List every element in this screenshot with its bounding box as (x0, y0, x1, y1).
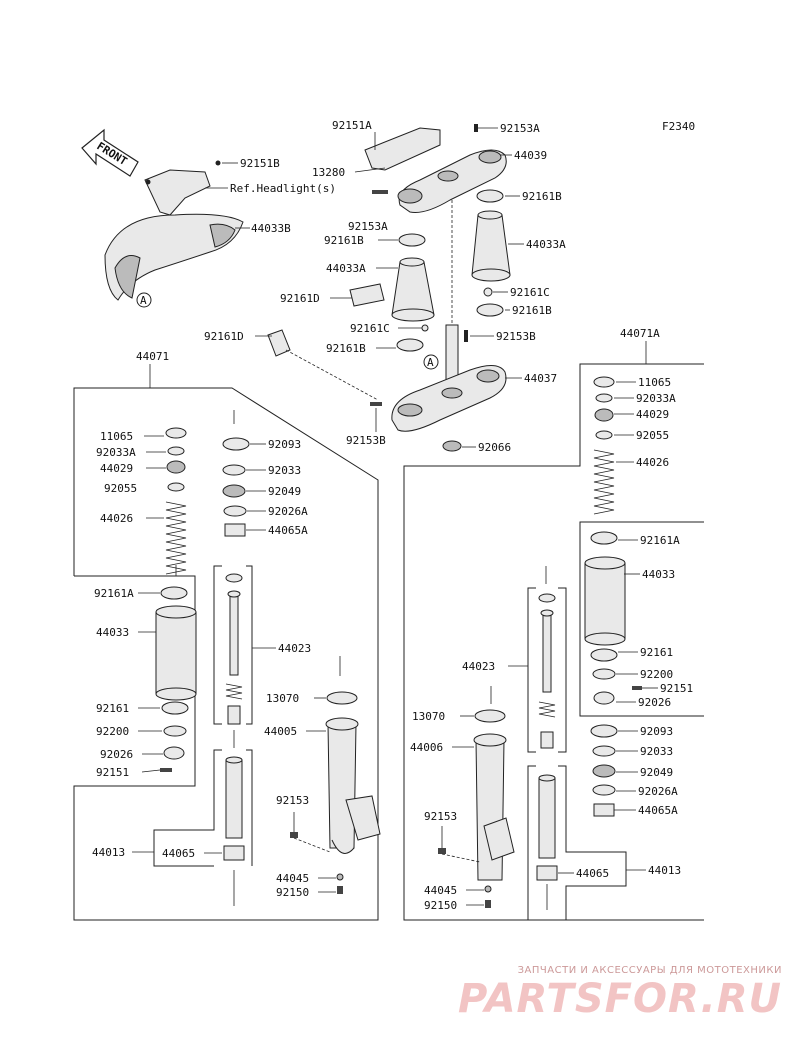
part-11065-left (165, 427, 187, 439)
label-92161B-right: 92161B (522, 190, 562, 203)
label-left-92200: 92200 (96, 725, 129, 738)
label-92151A: 92151A (332, 119, 372, 132)
label-right-92033A: 92033A (636, 392, 676, 405)
label-right-92153: 92153 (424, 810, 457, 823)
circle-marker-a-right (423, 354, 439, 370)
label-left-92026A: 92026A (268, 505, 308, 518)
label-92153A-mid: 92153A (348, 220, 388, 233)
label-right-92026A: 92026A (638, 785, 678, 798)
label-right-44065: 44065 (576, 867, 609, 880)
label-left-92033: 92033 (268, 464, 301, 477)
label-92153B-left: 92153B (346, 434, 386, 447)
label-44033A-right: 44033A (526, 238, 566, 251)
label-92161C-mid: 92161C (350, 322, 390, 335)
label-left-92026: 92026 (100, 748, 133, 761)
label-right-92033: 92033 (640, 745, 673, 758)
label-right-44033: 44033 (642, 568, 675, 581)
label-left-44065A: 44065A (268, 524, 308, 537)
label-92161D-b: 92161D (204, 330, 244, 343)
label-right-11065: 11065 (638, 376, 671, 389)
label-left-92033A: 92033A (96, 446, 136, 459)
label-92153B-right: 92153B (496, 330, 536, 343)
label-92161B-mid2: 92161B (326, 342, 366, 355)
outer-tube-44005 (325, 717, 381, 854)
label-left-44023: 44023 (278, 642, 311, 655)
label-44037: 44037 (524, 372, 557, 385)
circle-marker-a-left-text: A (140, 294, 147, 307)
label-left-44026: 44026 (100, 512, 133, 525)
label-right-44065A: 44065A (638, 804, 678, 817)
label-right-92151: 92151 (660, 682, 693, 695)
label-92161B-mid: 92161B (324, 234, 364, 247)
label-44033B: 44033B (251, 222, 291, 235)
label-left-92161: 92161 (96, 702, 129, 715)
label-44071A: 44071A (620, 327, 660, 340)
label-92161D: 92161D (280, 292, 320, 305)
label-92153A-top: 92153A (500, 122, 540, 135)
upper-bracket-part (364, 127, 507, 213)
label-left-11065: 11065 (100, 430, 133, 443)
label-right-92049: 92049 (640, 766, 673, 779)
label-right-92161: 92161 (640, 646, 673, 659)
headlight-bracket-part (104, 160, 244, 301)
label-right-92150: 92150 (424, 899, 457, 912)
label-left-13070: 13070 (266, 692, 299, 705)
label-right-92093: 92093 (640, 725, 673, 738)
label-right-92200: 92200 (640, 668, 673, 681)
label-left-44065: 44065 (162, 847, 195, 860)
label-left-92150: 92150 (276, 886, 309, 899)
label-left-92153: 92153 (276, 794, 309, 807)
ref-headlight-text: Ref.Headlight(s) (230, 182, 336, 195)
watermark-brand: PARTSFOR.RU (457, 976, 782, 1022)
label-right-92055: 92055 (636, 429, 669, 442)
label-left-44045: 44045 (276, 872, 309, 885)
right-fork-outline (403, 363, 704, 921)
label-right-92026: 92026 (638, 696, 671, 709)
lower-bracket-part (391, 324, 507, 432)
label-left-92055: 92055 (104, 482, 137, 495)
label-44039: 44039 (514, 149, 547, 162)
label-right-92161A: 92161A (640, 534, 680, 547)
label-92151B-top: 92151B (240, 157, 280, 170)
circle-marker-a-right-text: A (427, 356, 434, 369)
label-44071: 44071 (136, 350, 169, 363)
front-arrow: FRONT (81, 128, 139, 177)
label-92161C-right: 92161C (510, 286, 550, 299)
label-left-92161A: 92161A (94, 587, 134, 600)
label-right-44026: 44026 (636, 456, 669, 469)
label-left-44013: 44013 (92, 846, 125, 859)
circle-marker-a-left (136, 292, 152, 308)
label-44033A-left: 44033A (326, 262, 366, 275)
label-13280: 13280 (312, 166, 345, 179)
label-left-44005: 44005 (264, 725, 297, 738)
label-right-44006: 44006 (410, 741, 443, 754)
label-left-44033: 44033 (96, 626, 129, 639)
label-92066: 92066 (478, 441, 511, 454)
watermark-tagline: ЗАПЧАСТИ И АКСЕССУАРЫ ДЛЯ МОТОТЕХНИКИ (517, 965, 782, 976)
label-left-44029: 44029 (100, 462, 133, 475)
label-right-13070: 13070 (412, 710, 445, 723)
label-left-92093: 92093 (268, 438, 301, 451)
watermark: ЗАПЧАСТИ И АКСЕССУАРЫ ДЛЯ МОТОТЕХНИКИ PA… (458, 965, 782, 1022)
spring-44026-left (165, 501, 187, 575)
label-right-44029: 44029 (636, 408, 669, 421)
label-right-44013: 44013 (648, 864, 681, 877)
outer-tube-44006 (473, 733, 515, 881)
label-left-92049: 92049 (268, 485, 301, 498)
label-92161B-right2: 92161B (512, 304, 552, 317)
part-44033-left (155, 611, 197, 695)
label-left-92151: 92151 (96, 766, 129, 779)
figure-code: F2340 (662, 120, 695, 133)
label-right-44023: 44023 (462, 660, 495, 673)
label-right-44045: 44045 (424, 884, 457, 897)
